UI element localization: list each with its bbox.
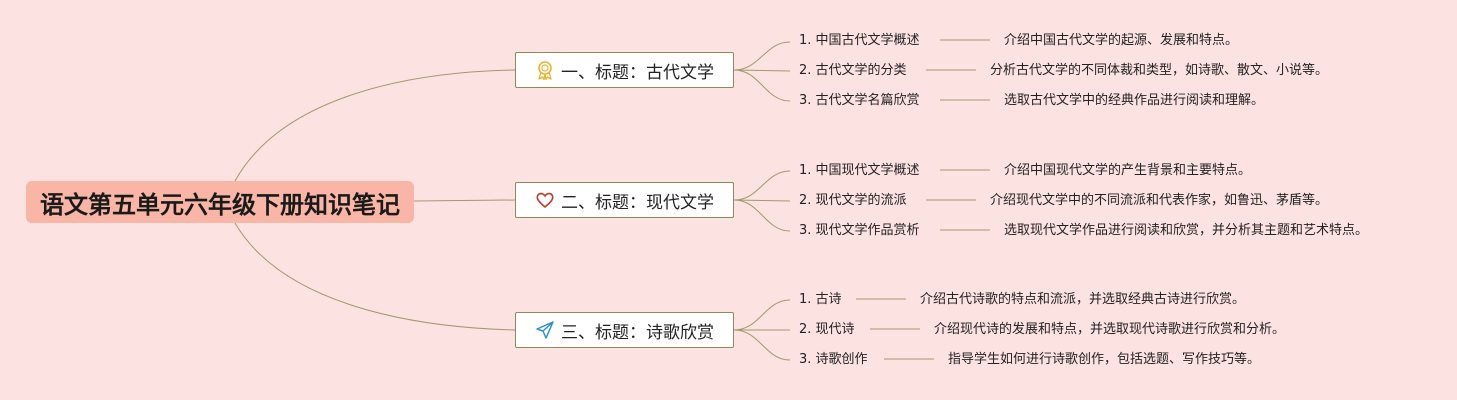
topic-title: 三、标题：诗歌欣赏: [561, 322, 714, 343]
ribbon-icon: [535, 60, 555, 80]
topic-2-to-sub-2-line: [733, 199, 791, 202]
topic-ancient-literature[interactable]: 一、标题：古代文学: [515, 52, 734, 88]
root-node[interactable]: 语文第五单元六年级下册知识笔记: [26, 181, 414, 223]
topic-2-to-sub-1-line: [733, 170, 791, 201]
subtopic-label[interactable]: 3. 诗歌创作: [799, 352, 868, 367]
subtopic-label[interactable]: 3. 古代文学名篇欣赏: [799, 93, 920, 108]
subtopic-description: 介绍现代诗的发展和特点，并选取现代诗歌进行欣赏和分析。: [934, 322, 1286, 337]
paper-plane-icon: [535, 320, 555, 340]
subtopic-label[interactable]: 2. 古代文学的分类: [799, 63, 907, 78]
heart-icon: [535, 190, 555, 210]
subtopic-description: 介绍中国古代文学的起源、发展和特点。: [1004, 33, 1239, 48]
topic-3-to-sub-1-line: [733, 299, 791, 331]
subtopic-label[interactable]: 1. 中国古代文学概述: [799, 33, 920, 48]
subtopic-label[interactable]: 2. 现代文学的流派: [799, 193, 907, 208]
subtopic-description: 选取古代文学中的经典作品进行阅读和理解。: [1004, 93, 1265, 108]
topic-poetry-appreciation[interactable]: 三、标题：诗歌欣赏: [515, 312, 734, 348]
subtopic-label[interactable]: 1. 古诗: [799, 292, 842, 307]
subtopic-description: 介绍古代诗歌的特点和流派，并选取经典古诗进行欣赏。: [920, 292, 1246, 307]
subtopic-label[interactable]: 3. 现代文学作品赏析: [799, 223, 920, 238]
subtopic-description: 分析古代文学的不同体裁和类型，如诗歌、散文、小说等。: [990, 63, 1329, 78]
topic-title: 一、标题：古代文学: [561, 62, 714, 83]
root-to-topic-2-line: [413, 199, 516, 202]
root-to-topic-3-line: [234, 222, 516, 331]
topic-2-to-sub-3-line: [733, 199, 791, 232]
subtopic-label[interactable]: 2. 现代诗: [799, 322, 855, 337]
subtopic-label[interactable]: 1. 中国现代文学概述: [799, 163, 920, 178]
root-to-topic-1-line: [234, 69, 516, 182]
subtopic-description: 选取现代文学作品进行阅读和欣赏，并分析其主题和艺术特点。: [1004, 223, 1369, 238]
root-title: 语文第五单元六年级下册知识笔记: [40, 190, 400, 219]
subtopic-description: 介绍中国现代文学的产生背景和主要特点。: [1004, 163, 1252, 178]
topic-1-to-sub-3-line: [733, 69, 791, 102]
topic-1-to-sub-1-line: [733, 41, 791, 71]
topic-3-to-sub-3-line: [733, 329, 791, 361]
topic-modern-literature[interactable]: 二、标题：现代文学: [515, 182, 734, 218]
subtopic-description: 指导学生如何进行诗歌创作，包括选题、写作技巧等。: [948, 352, 1261, 367]
topic-1-to-sub-2-line: [733, 69, 791, 72]
topic-title: 二、标题：现代文学: [561, 192, 714, 213]
subtopic-description: 介绍现代文学中的不同流派和代表作家，如鲁迅、茅盾等。: [990, 193, 1329, 208]
